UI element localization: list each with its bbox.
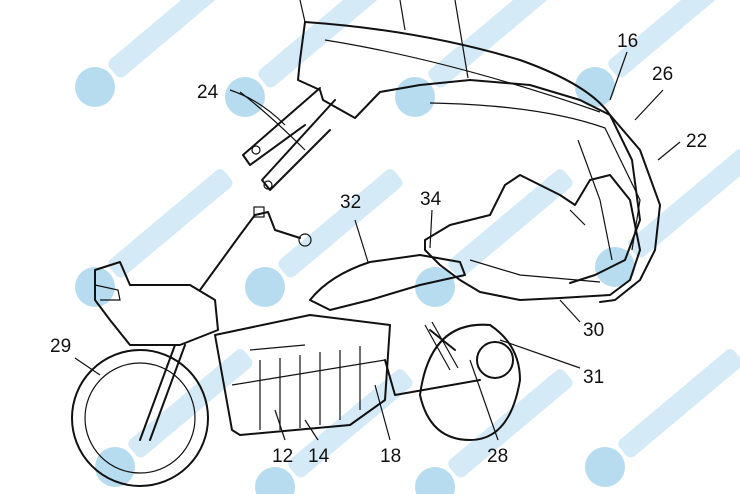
watermark-logo-icon: [225, 77, 265, 117]
watermark-band: [428, 0, 553, 88]
leader-lines: [74, 0, 681, 441]
watermark-logo-icon: [575, 67, 615, 107]
label-31: 31: [583, 367, 604, 388]
watermark-band: [448, 169, 573, 278]
watermark-band: [108, 0, 233, 78]
watermark-band: [628, 149, 740, 258]
front-wheel: [71, 344, 209, 487]
label-18: 18: [380, 446, 401, 467]
label-16: 16: [617, 31, 638, 52]
watermark-logo-icon: [415, 267, 455, 307]
watermark-logo-icon: [75, 67, 115, 107]
battery-pack: [214, 314, 391, 436]
watermark-band: [278, 169, 403, 278]
watermark-band: [288, 369, 413, 478]
rear-wheel: [384, 321, 521, 441]
watermark-logo-icon: [255, 467, 295, 494]
watermark-band: [448, 369, 573, 478]
roof-canopy: [297, 21, 661, 303]
label-32: 32: [340, 192, 361, 213]
label-26: 26: [652, 64, 673, 85]
watermark-logo-icon: [585, 447, 625, 487]
watermark-logo-icon: [245, 267, 285, 307]
rear-body: [424, 174, 641, 301]
label-30: 30: [583, 320, 604, 341]
label-14: 14: [308, 446, 330, 467]
label-24: 24: [197, 82, 219, 103]
watermark-band: [608, 0, 733, 78]
watermark-band: [258, 0, 383, 88]
handlebar: [199, 206, 312, 291]
label-12: 12: [272, 446, 293, 467]
watermark-logo-icon: [595, 247, 635, 287]
watermark-logo-icon: [415, 467, 455, 494]
roof-mount-brackets: [229, 87, 336, 191]
front-fairing: [94, 261, 219, 346]
label-22: 22: [686, 131, 707, 152]
watermark-band: [618, 349, 740, 458]
seat: [309, 254, 466, 311]
label-29: 29: [50, 336, 71, 357]
label-28: 28: [487, 446, 508, 467]
watermark-logo-icon: [395, 77, 435, 117]
watermark-band: [108, 169, 233, 278]
label-34: 34: [420, 189, 442, 210]
